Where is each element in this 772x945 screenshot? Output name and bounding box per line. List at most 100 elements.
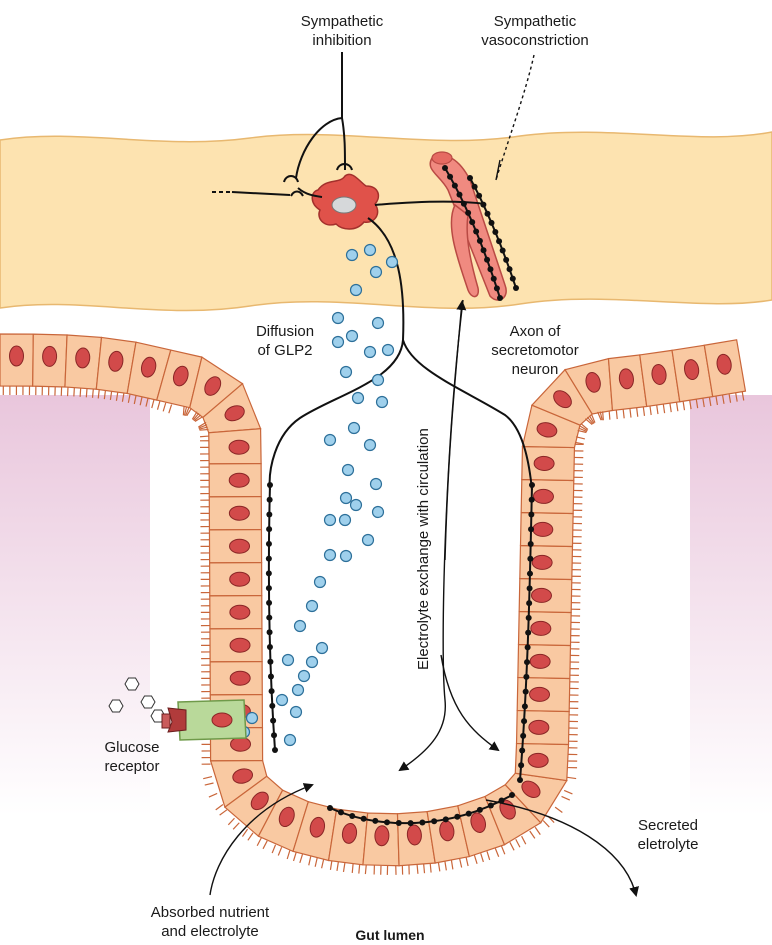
varicosity xyxy=(431,818,437,824)
glp2-particle xyxy=(340,515,351,526)
absorbed-nutrient-label-2: and electrolyte xyxy=(161,923,259,940)
microvillus xyxy=(152,399,154,408)
varicosity xyxy=(525,644,531,650)
varicosity xyxy=(272,747,278,753)
microvillus xyxy=(216,805,223,810)
varicosity xyxy=(267,629,273,635)
varicosity xyxy=(526,600,532,606)
varicosity xyxy=(271,732,277,738)
microvillus xyxy=(203,777,212,779)
cell-nucleus xyxy=(230,671,250,685)
varicosity xyxy=(472,184,478,190)
varicosity xyxy=(372,818,378,824)
glucose-receptor-label-2: receptor xyxy=(104,758,159,775)
microvillus xyxy=(343,863,344,872)
varicosity xyxy=(267,497,273,503)
microvillus xyxy=(683,401,684,410)
glp2-particle xyxy=(373,375,384,386)
glp2-particle xyxy=(343,465,354,476)
microvillus xyxy=(438,863,439,872)
varicosity xyxy=(266,585,272,591)
microvillus xyxy=(460,859,462,868)
varicosity xyxy=(266,570,272,576)
varicosity xyxy=(476,193,482,199)
cell-nucleus xyxy=(530,654,550,668)
microvillus xyxy=(430,864,431,873)
glp2-particle xyxy=(325,435,336,446)
microvillus xyxy=(169,405,172,414)
microvillus xyxy=(315,858,317,867)
glp2-particle xyxy=(317,643,328,654)
microvillus xyxy=(501,846,504,854)
cell-nucleus xyxy=(533,522,553,536)
varicosity xyxy=(269,703,275,709)
microvillus xyxy=(474,855,477,864)
varicosity xyxy=(267,644,273,650)
varicosity xyxy=(519,748,525,754)
varicosity xyxy=(489,220,495,226)
glp2-particle xyxy=(333,337,344,348)
microvillus xyxy=(300,854,303,863)
glp2-particle xyxy=(307,601,318,612)
cell-nucleus xyxy=(529,687,549,701)
microvillus xyxy=(564,790,572,794)
axon-secretomotor-label-3: neuron xyxy=(512,361,559,378)
varicosity xyxy=(266,526,272,532)
varicosity xyxy=(266,600,272,606)
varicosity xyxy=(529,497,535,503)
microvillus xyxy=(93,389,94,398)
varicosity xyxy=(529,482,535,488)
microvillus xyxy=(510,842,514,850)
lamina-propria-right xyxy=(690,395,772,815)
absorbed-nutrient-label-1: Absorbed nutrient xyxy=(151,904,270,921)
microvillus xyxy=(630,409,631,418)
glp2-particle xyxy=(315,577,326,588)
varicosity xyxy=(484,257,490,263)
varicosity xyxy=(384,819,390,825)
microvillus xyxy=(209,793,217,797)
glp2-particle xyxy=(291,707,302,718)
microvillus xyxy=(609,411,610,420)
varicosity xyxy=(525,630,531,636)
varicosity xyxy=(466,811,472,817)
cell-nucleus xyxy=(532,555,552,569)
varicosity xyxy=(510,276,516,282)
cell-nucleus xyxy=(375,826,390,846)
microvillus xyxy=(330,861,331,870)
varicosity xyxy=(269,688,275,694)
microvillus xyxy=(220,810,227,815)
glp2-particle xyxy=(333,313,344,324)
glp2-particle xyxy=(341,367,352,378)
varicosity xyxy=(473,228,479,234)
varicosity xyxy=(456,192,462,198)
microvillus xyxy=(417,865,418,874)
glucose-receptor-label-1: Glucose xyxy=(104,739,159,756)
varicosity xyxy=(526,615,532,621)
microvillus xyxy=(637,408,638,417)
varicosity xyxy=(266,556,272,562)
glp2-particle xyxy=(307,657,318,668)
varicosity xyxy=(447,174,453,180)
glp2-particle xyxy=(363,535,374,546)
cell-nucleus xyxy=(531,621,551,635)
microvillus xyxy=(623,409,624,418)
varicosity xyxy=(522,703,528,709)
secretomotor-fiber-dotted xyxy=(266,482,535,826)
varicosity xyxy=(517,777,523,783)
cell-nucleus xyxy=(230,572,250,586)
glp2-particle xyxy=(377,397,388,408)
microvillus xyxy=(163,403,166,412)
microvillus xyxy=(74,387,75,396)
varicosity xyxy=(528,526,534,532)
cell-nucleus xyxy=(531,588,551,602)
glucose-receptor xyxy=(162,708,186,732)
cell-nucleus xyxy=(229,539,249,553)
microvillus xyxy=(466,857,468,866)
varicosity xyxy=(481,247,487,253)
varicosity xyxy=(503,257,509,263)
neuron-nucleus xyxy=(332,197,356,213)
microvillus xyxy=(495,848,498,856)
varicosity xyxy=(494,285,500,291)
varicosity xyxy=(408,820,414,826)
glucose-hexagon-icon xyxy=(125,678,139,690)
